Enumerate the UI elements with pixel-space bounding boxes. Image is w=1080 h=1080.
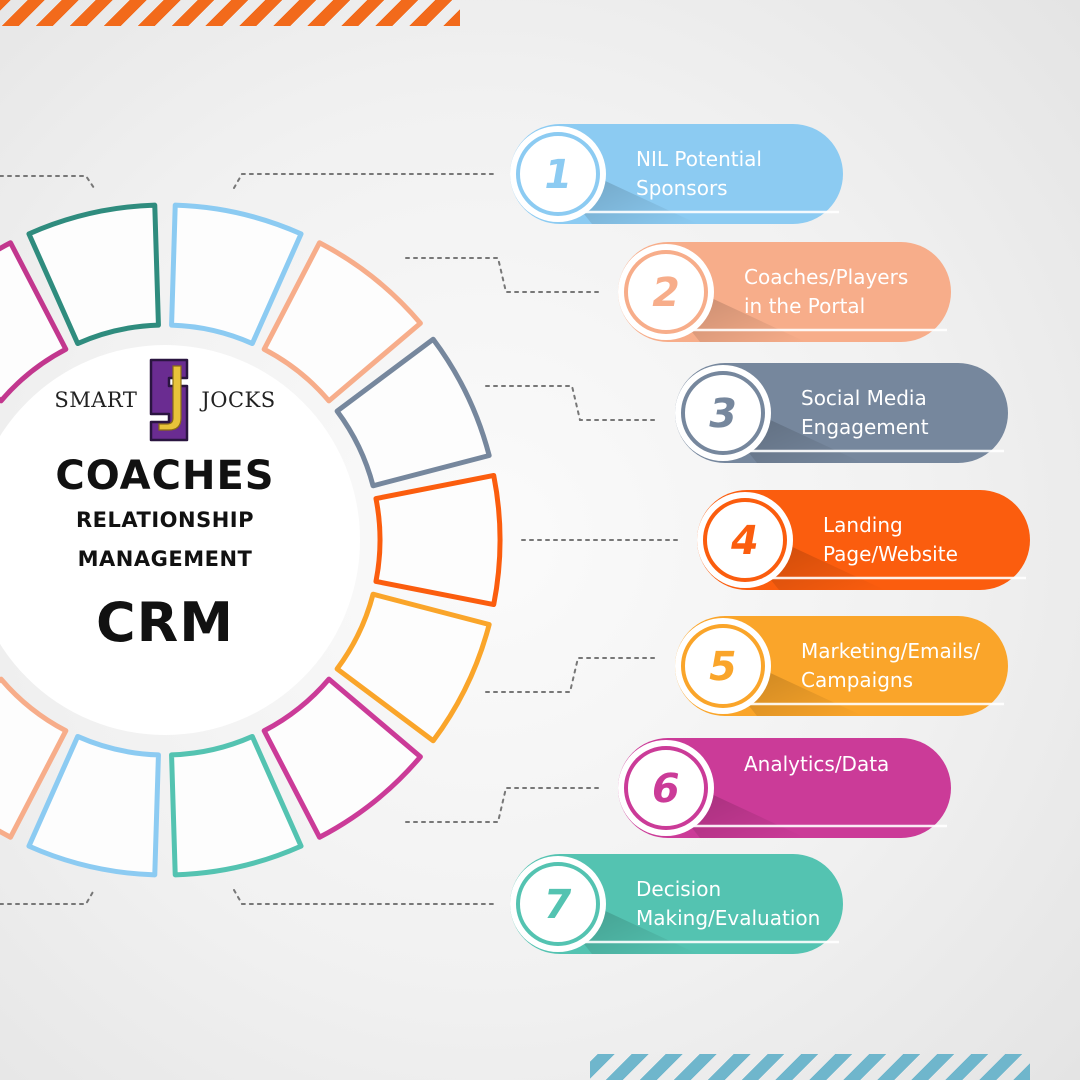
step-4: 4 [697,490,1030,590]
center-disc [0,345,360,735]
connector-lines [0,173,681,905]
ring-segment [334,591,492,744]
number-ring [624,746,708,830]
top-stripe-decoration [0,0,460,26]
step-label-line1: Social Media [801,386,927,410]
ring-segment [169,733,304,878]
step-label-6: Analytics/Data [744,750,889,779]
step-label-line2: in the Portal [744,294,866,318]
sj-logo-icon [150,358,189,442]
step-label-line1: Coaches/Players [744,265,909,289]
step-label-line1: Marketing/Emails/ [801,639,981,663]
step-6: 6 [618,738,951,838]
smart-jocks-logo: SMART JOCKS [30,355,300,445]
step-2: 2 [618,242,951,342]
number-ring [516,132,600,216]
step-label-line2: Campaigns [801,668,914,692]
step-3: 3 [675,363,1008,463]
title-coaches: COACHES [55,453,275,499]
ring-segment [169,202,304,347]
step-label-line1: Landing [823,513,903,537]
number-ring [703,498,787,582]
ring-segment [26,733,161,878]
step-label-line2: Page/Website [823,542,958,566]
logo-word-left: SMART [54,388,138,412]
step-label-line2: Engagement [801,415,929,439]
step-label-line2: Making/Evaluation [636,906,821,930]
connector-line [485,385,656,421]
segment-ring [0,202,503,878]
connector-line [0,889,95,905]
step-1: 1 [510,124,843,224]
bottom-stripe-decoration [590,1054,1030,1080]
logo-word-right: JOCKS [201,388,276,412]
step-label-2: Coaches/Players in the Portal [744,263,908,321]
step-7: 7 [510,854,843,954]
ring-segment [26,202,161,347]
ring-segment [261,240,423,404]
title-management: MANAGEMENT [77,547,253,571]
number-ring [516,862,600,946]
number-ring [681,624,765,708]
connector-line [405,787,599,823]
connector-line [405,257,599,293]
title-crm: CRM [96,591,234,654]
ring-segment [0,676,69,840]
number-ring [624,250,708,334]
step-label-line1: NIL Potential [636,147,762,171]
center-title-block: SMART JOCKS COACHES RELATIONSHIP MANAGEM… [30,355,300,654]
ring-segment [261,676,423,840]
connector-line [233,889,496,905]
connector-line [233,173,496,189]
title-relationship: RELATIONSHIP [76,508,254,532]
ring-segment [334,336,492,489]
number-ring [681,371,765,455]
ring-segment [0,240,69,404]
step-label-line1: Decision [636,877,722,901]
ring-segment [373,472,503,608]
connector-line [0,175,95,189]
step-label-line1: Analytics/Data [744,752,890,776]
step-pills: 1 2 3 4 5 6 7 [510,124,1030,954]
step-label-5: Marketing/Emails/Campaigns [801,637,980,695]
step-5: 5 [675,616,1008,716]
connector-line [485,657,656,693]
step-label-line2: Sponsors [636,176,728,200]
